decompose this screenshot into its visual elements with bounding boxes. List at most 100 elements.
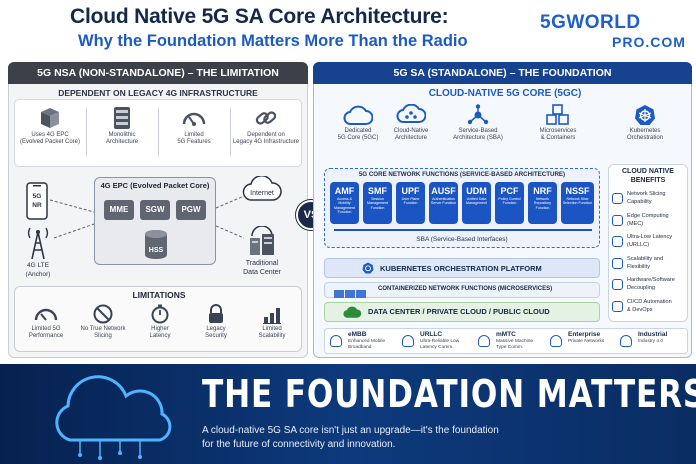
sa-item-label-2: Architecture <box>394 135 427 142</box>
nsa-item-label-2: Architecture <box>105 139 138 146</box>
divider <box>230 108 231 156</box>
sa-subheading: CLOUD-NATIVE 5G CORE (5GC) <box>428 88 582 99</box>
datacenter-label-1: Traditional <box>245 260 279 267</box>
use-case-desc-2: Latency Comm. <box>420 345 454 350</box>
sa-item-label-1: Service-Based <box>458 128 498 134</box>
nsa-item-label-1: Dependent on <box>247 132 285 138</box>
benefit-label-2: Capability <box>627 199 652 205</box>
limitation-performance: Limited 5G Performance <box>18 304 74 340</box>
sa-item-dedicated: Dedicated 5G Core (5GC) <box>322 104 394 142</box>
footer-line-2: for the future of connectivity and innov… <box>202 439 396 450</box>
nsa-item-label-2: 5G Features <box>177 139 211 146</box>
cloud-network-icon <box>396 104 426 123</box>
nf-title: 5G CORE NETWORK FUNCTIONS (SERVICE-BASED… <box>358 171 566 178</box>
tower-label-1: 4G LTE <box>27 262 49 269</box>
limitation-label-1: Limited <box>262 326 282 332</box>
limitation-slicing: No True Network Slicing <box>74 304 132 340</box>
nf-desc: Policy Control Function <box>498 197 521 206</box>
limitations-title: LIMITATIONS <box>132 290 186 300</box>
cloud-icon <box>343 105 373 125</box>
container-block <box>334 290 344 298</box>
nsa-item-label-1: Limited <box>184 132 204 138</box>
nf-name: AUSF <box>431 186 456 196</box>
use-case-name: Industrial <box>638 331 668 338</box>
kubernetes-platform-bar <box>324 258 600 278</box>
sa-item-label-2: & Containers <box>540 135 576 142</box>
datacenter-label-2: Data Center <box>243 269 281 276</box>
nsa-item-label-2: Legacy 4G Infrastructure <box>232 139 300 146</box>
use-case-name: eMBB <box>348 331 367 338</box>
logo-bottom: PRO.COM <box>612 34 686 50</box>
iot-icon <box>478 335 490 347</box>
nf-name: AMF <box>334 186 355 196</box>
sa-item-label-1: Dedicated <box>344 128 372 134</box>
page-title: Cloud Native 5G SA Core Architecture: <box>70 5 449 28</box>
datacenter-cloud-bar <box>324 302 600 322</box>
chain-link-icon <box>255 111 277 125</box>
node-sgw: SGW <box>140 200 170 220</box>
benefit-label-2: Flexibility <box>627 263 651 270</box>
kubernetes-wheel-icon <box>362 262 374 274</box>
nf-desc: User Plane Function <box>401 197 420 206</box>
limitation-scalability: Limited Scalability <box>244 304 300 340</box>
container-block <box>345 290 355 298</box>
edge-computing-icon <box>612 214 623 226</box>
benefit-item: CI/CD Automation& DevOps <box>612 298 688 320</box>
limitation-label-2: Latency <box>149 333 171 340</box>
nsa-item-legacy: Dependent on Legacy 4G Infrastructure <box>228 106 304 146</box>
cell-tower-icon <box>27 227 49 260</box>
kubernetes-label: KUBERNETES ORCHESTRATION PLATFORM <box>380 264 542 273</box>
brand-logo[interactable]: 5GWORLD PRO.COM <box>540 12 685 52</box>
use-case-desc-2: Type Comm. <box>496 345 524 350</box>
building-icon <box>550 335 562 347</box>
limitation-label-2: Slicing <box>94 333 112 340</box>
decoupling-icon <box>612 279 623 290</box>
phone-nr-label: NR <box>32 202 42 209</box>
industry-icon <box>620 335 632 347</box>
nf-desc: Access & Mobility Management Function <box>334 197 355 214</box>
benefit-label-2: & DevOps <box>627 306 653 313</box>
sa-item-label-2: Architecture (SBA) <box>453 135 503 142</box>
limitation-label-1: Legacy <box>206 326 226 332</box>
benefits-title-1: CLOUD NATIVE <box>622 168 674 175</box>
benefit-item: Ultra-Low Latency(URLLC) <box>612 233 688 255</box>
footer-line-1: A cloud-native 5G SA core isn't just an … <box>202 425 499 436</box>
hss-database-icon <box>145 230 167 259</box>
divider <box>86 108 87 156</box>
low-latency-icon <box>612 236 623 247</box>
wifi-icon <box>330 335 342 347</box>
nf-desc: Session Management Function <box>367 197 388 210</box>
network-slicing-icon <box>612 193 623 204</box>
sba-bus-line <box>334 229 592 231</box>
gauge-icon <box>182 112 206 126</box>
limitation-label-2: Security <box>205 333 227 340</box>
use-case-desc-1: Massive Machine <box>496 339 534 344</box>
datacenter-label: DATA CENTER / PRIVATE CLOUD / PUBLIC CLO… <box>368 307 550 316</box>
benefit-label-1: Edge Computing <box>627 212 669 219</box>
padlock-icon <box>209 304 223 323</box>
cloud-icon <box>343 306 362 318</box>
sba-label: SBA (Service-Based Interfaces) <box>416 236 508 243</box>
nsa-item-monolithic: Monolithic Architecture <box>86 106 158 146</box>
use-case-desc-2: Broadband <box>348 345 372 350</box>
container-cubes-icon <box>546 104 569 125</box>
nf-desc: Authentication Server Function <box>430 197 457 206</box>
hss-label: HSS <box>148 247 164 254</box>
benefit-label-1: Hardware/Software <box>627 277 675 283</box>
sa-item-microservices: Microservices & Containers <box>518 104 598 142</box>
